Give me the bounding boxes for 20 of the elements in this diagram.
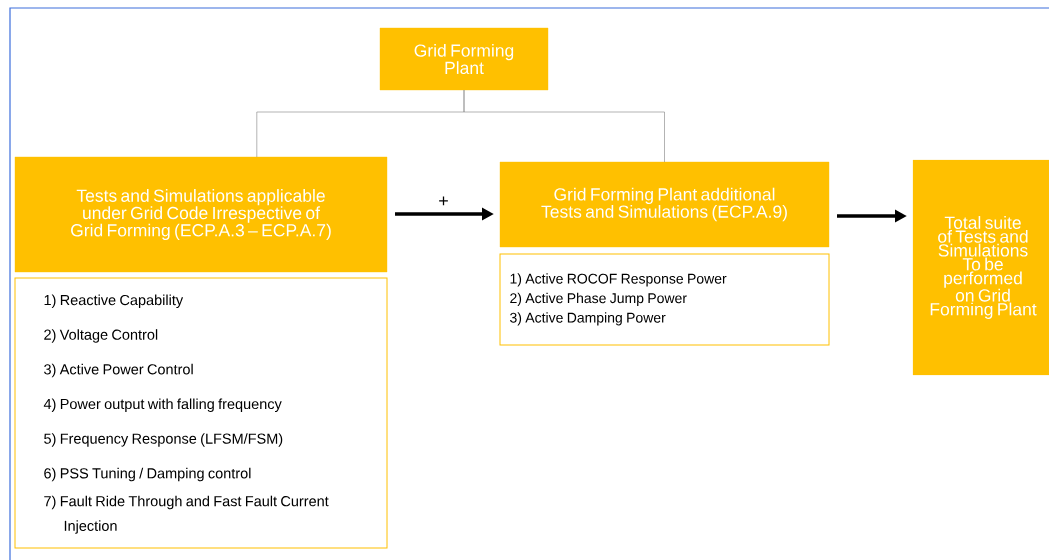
heading-box: [912, 159, 1049, 376]
box-text: Grid Forming Plant: [414, 43, 514, 75]
list-text: 1) Reactive Capability 2) Voltage Control 3) Active Power Control 4) Power output with falling frequency 5) Frequency Response (LFSM/FSM) 6) PSS Tuning / Damping control 7) Fault Ride Through and Fast Fault Current Injection: [43, 294, 329, 534]
box-text: Total suite of Tests and Simulations To be performed on Grid Forming Plant: [930, 216, 1037, 319]
list-box: [499, 253, 830, 346]
node-label: 1) Reactive Capability: [44, 294, 184, 309]
node-label: 3) Active Power Control: [44, 363, 193, 378]
heading-box: [499, 161, 830, 248]
heading-box: [14, 156, 388, 273]
heading-box: [379, 27, 549, 91]
node-label: 2) Voltage Control: [44, 329, 158, 343]
edge-label: +: [439, 196, 448, 206]
list-text: 1) Active ROCOF Response Power 2) Active Phase Jump Power 3) Active Damping Power: [510, 273, 727, 326]
list-box: [14, 277, 388, 549]
node-label: 7) Fault Ride Through and Fast Fault Current Injection: [44, 495, 329, 534]
node-label: 6) PSS Tuning / Damping control: [44, 467, 251, 482]
box-text: Tests and Simulations applicable under Grid Code Irrespective of Grid Forming (ECP.A.3 – ECP.A.7): [71, 189, 331, 240]
box-text: Grid Forming Plant additional Tests and Simulations (ECP.A.9): [541, 187, 787, 222]
node-label: 4) Power output with falling frequency: [43, 398, 282, 412]
node-label: 5) Frequency Response (LFSM/FSM): [44, 433, 283, 447]
